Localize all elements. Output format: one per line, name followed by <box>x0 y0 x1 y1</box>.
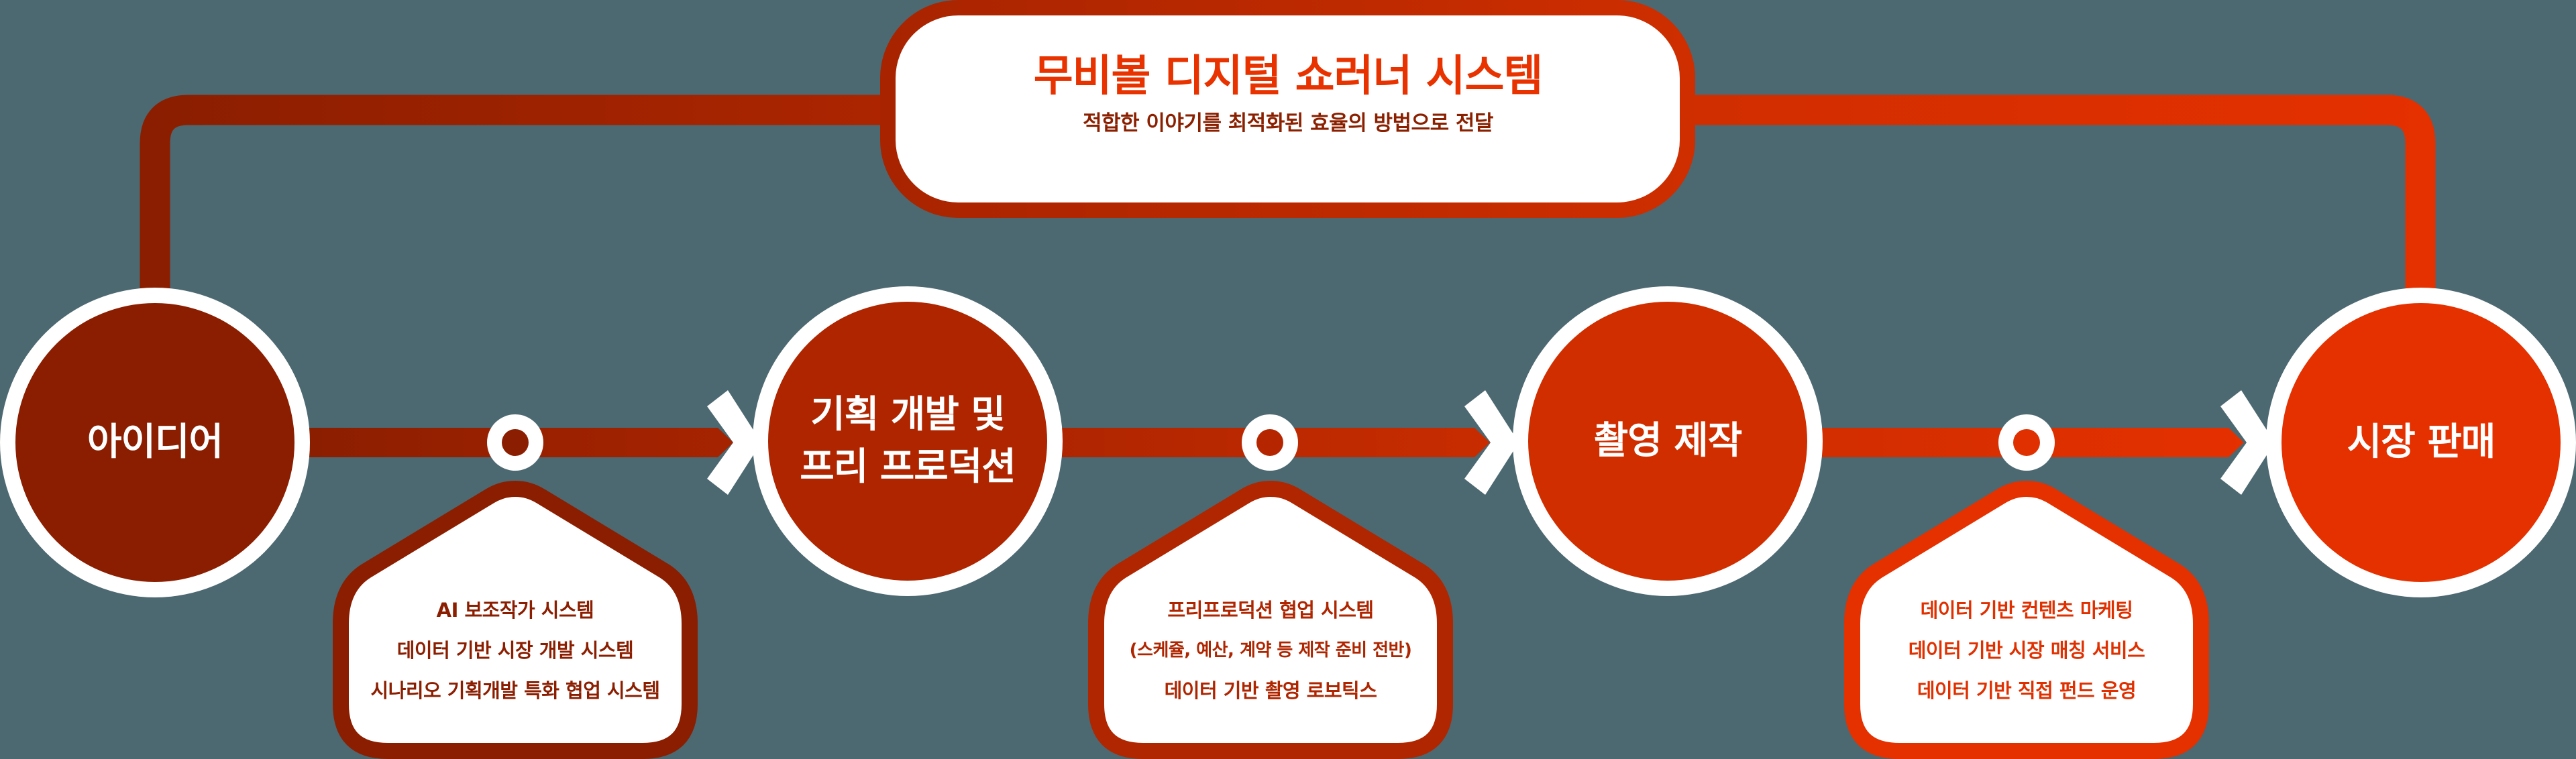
stage-3-text: 촬영 제작 <box>1593 419 1743 463</box>
stage-2-text-line2: 프리 프로덕션 <box>800 445 1016 489</box>
top-connector-right <box>1690 95 2436 295</box>
detail-3-line-3: 데이터 기반 직접 펀드 운영 <box>1917 679 2137 702</box>
stage-label-market: 시장 판매 <box>2287 308 2555 577</box>
detail-text-1: AI 보조작가 시스템 데이터 기반 시장 개발 시스템 시나리오 기획개발 특… <box>347 583 683 717</box>
system-subtitle: 적합한 이야기를 최적화된 효율의 방법으로 전달 <box>1083 111 1493 135</box>
system-title: 무비볼 디지털 쇼러너 시스템 <box>1033 52 1543 101</box>
ring-node-icon <box>487 414 543 471</box>
stage-circle-2 <box>753 286 1063 596</box>
detail-2-line-3: 데이터 기반 촬영 로보틱스 <box>1164 679 1377 702</box>
detail-box-3 <box>1844 481 2209 759</box>
system-title-box <box>880 0 1695 218</box>
chevron-right-icon <box>707 390 761 495</box>
detail-3-line-1: 데이터 기반 컨텐츠 마케팅 <box>1920 599 2133 622</box>
detail-text-3: 데이터 기반 컨텐츠 마케팅 데이터 기반 시장 매칭 서비스 데이터 기반 직… <box>1859 583 2194 717</box>
detail-2-line-2: (스케쥴, 예산, 계약 등 제작 준비 전반) <box>1129 640 1412 660</box>
detail-2-line-1: 프리프로덕션 협업 시스템 <box>1167 599 1374 622</box>
stage-2-text-line1: 기획 개발 및 <box>810 393 1006 436</box>
detail-box-2 <box>1088 481 1453 759</box>
stage-circle-4 <box>2266 288 2576 597</box>
detail-1-line-3: 시나리오 기획개발 특화 협업 시스템 <box>370 679 660 702</box>
stage-circle-3 <box>1513 286 1823 596</box>
chevron-right-icon <box>2220 390 2275 495</box>
ring-node-icon <box>1998 414 2055 471</box>
stage-label-planning: 기획 개발 및 프리 프로덕션 <box>773 307 1042 575</box>
detail-text-2: 프리프로덕션 협업 시스템 (스케쥴, 예산, 계약 등 제작 준비 전반) 데… <box>1103 583 1438 717</box>
detail-1-line-1: AI 보조작가 시스템 <box>436 599 594 622</box>
chevron-right-icon <box>1464 390 1519 495</box>
stage-circle-1 <box>0 288 310 597</box>
detail-box-1 <box>333 481 698 759</box>
stage-4-text: 시장 판매 <box>2347 420 2496 464</box>
detail-1-line-2: 데이터 기반 시장 개발 시스템 <box>396 639 634 662</box>
top-connector-left <box>140 95 885 295</box>
stage-label-production: 촬영 제작 <box>1534 307 1802 575</box>
detail-3-line-2: 데이터 기반 시장 매칭 서비스 <box>1908 639 2145 662</box>
stage-1-text: 아이디어 <box>87 420 223 464</box>
stage-label-idea: 아이디어 <box>21 308 289 577</box>
ring-node-icon <box>1242 414 1298 471</box>
system-header: 무비볼 디지털 쇼러너 시스템 적합한 이야기를 최적화된 효율의 방법으로 전… <box>896 40 1680 148</box>
